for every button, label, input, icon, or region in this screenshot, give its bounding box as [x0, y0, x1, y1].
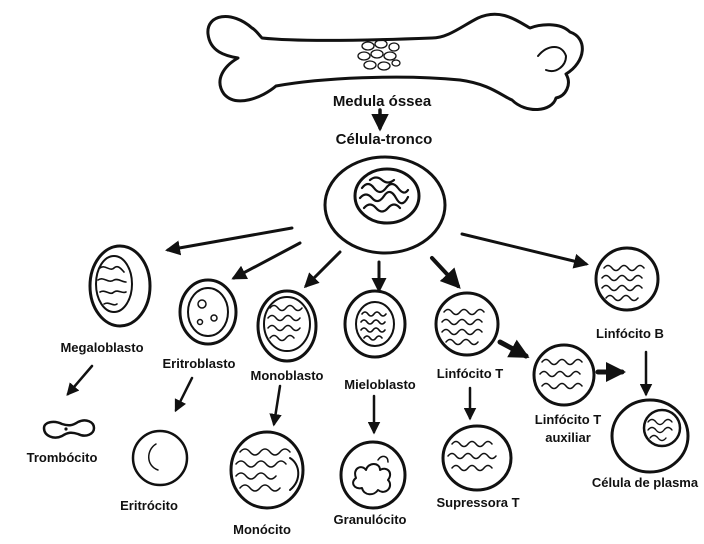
arrow-monoblasto-to-monocito: [274, 386, 280, 424]
trombocito-label: Trombócito: [27, 450, 98, 465]
linfocito-b-cell: [596, 248, 658, 310]
arrow-stem-to-megaloblasto: [168, 228, 292, 250]
medula-ossea-label: Medula óssea: [333, 94, 431, 109]
marrow-cells: [358, 40, 400, 70]
arrow-megaloblasto-to-trombocito: [68, 366, 92, 394]
linfocito-t-auxiliar-cell: [534, 345, 594, 405]
celula-tronco-label: Célula-tronco: [336, 132, 433, 147]
monoblasto-cell: [258, 291, 316, 361]
granulocito-cell: [341, 442, 405, 508]
supressora-t-label: Supressora T: [436, 495, 519, 510]
megaloblasto-label: Megaloblasto: [60, 340, 143, 355]
linfocito-t-label: Linfócito T: [437, 366, 503, 381]
linfocito-t-auxiliar-label-line2: auxiliar: [545, 430, 591, 445]
granulocito-label: Granulócito: [334, 512, 407, 527]
trombocito-cell: [44, 420, 94, 437]
megaloblasto-cell: [90, 246, 150, 326]
linfocito-t-cell: [436, 293, 498, 355]
eritrocito-label: Eritrócito: [120, 498, 178, 513]
arrow-stem-to-eritroblasto: [234, 243, 300, 278]
supressora-t-cell: [443, 426, 511, 490]
eritroblasto-label: Eritroblasto: [163, 356, 236, 371]
eritroblasto-cell: [180, 280, 236, 344]
monocito-label: Monócito: [233, 522, 291, 537]
mieloblasto-label: Mieloblasto: [344, 377, 416, 392]
celula-de-plasma-label: Célula de plasma: [592, 475, 698, 490]
arrow-stem-to-monoblasto: [306, 252, 340, 286]
arrow-stem-to-linfocito-b: [462, 234, 586, 264]
linfocito-t-auxiliar-label-line1: Linfócito T: [535, 412, 601, 427]
linfocito-b-label: Linfócito B: [596, 326, 664, 341]
monocito-cell: [231, 432, 303, 508]
arrow-stem-to-linfocito-t: [432, 258, 458, 286]
monoblasto-label: Monoblasto: [251, 368, 324, 383]
arrow-eritroblasto-to-eritrocito: [176, 378, 192, 410]
arrow-linfocito-t-to-auxiliar: [500, 342, 526, 356]
celula-de-plasma-cell: [612, 400, 688, 472]
stem-cell-illustration: [325, 157, 445, 253]
mieloblasto-cell: [345, 291, 405, 357]
eritrocito-cell: [133, 431, 187, 485]
